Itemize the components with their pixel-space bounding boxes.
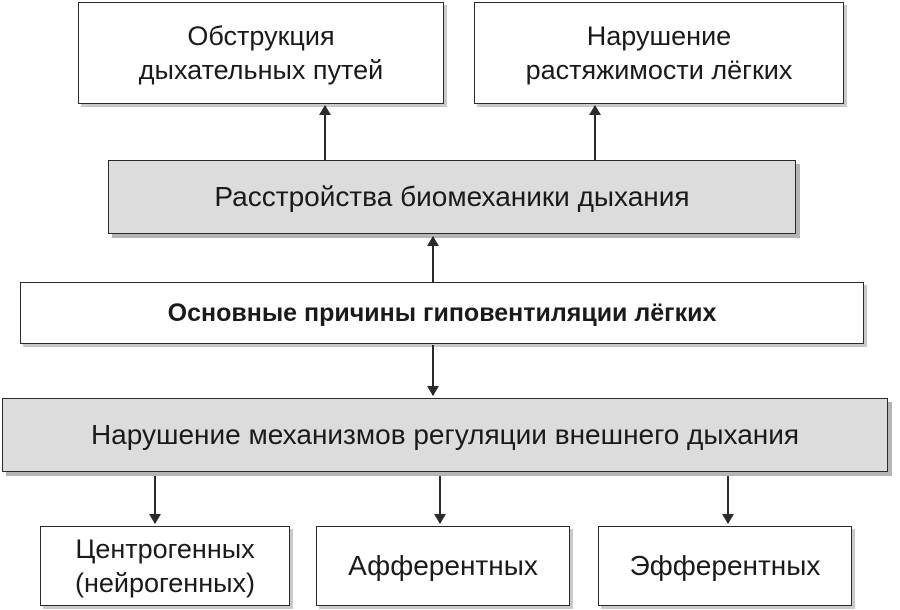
box-biomechanics: Расстройства биомеханики дыхания [108, 160, 796, 234]
box-airway-obstruction-line2: дыхательных путей [138, 55, 384, 85]
box-airway-obstruction: Обструкция дыхательных путей [78, 2, 444, 104]
box-main-causes-label: Основные причины гиповентиляции лёгких [167, 298, 717, 327]
box-afferent-label: Афферентных [348, 550, 538, 581]
box-regulation-label: Нарушение механизмов регуляции внешнего … [90, 419, 800, 450]
box-afferent: Афферентных [316, 526, 570, 606]
box-centrogenic-line1: Центрогенных [75, 534, 255, 564]
box-main-causes: Основные причины гиповентиляции лёгких [20, 282, 864, 344]
box-lung-compliance: Нарушение растяжимости лёгких [474, 2, 844, 104]
box-airway-obstruction-line1: Обструкция [187, 21, 335, 51]
box-lung-compliance-line2: растяжимости лёгких [525, 55, 793, 85]
box-regulation: Нарушение механизмов регуляции внешнего … [2, 398, 888, 472]
box-centrogenic: Центрогенных (нейрогенных) [40, 526, 290, 606]
box-centrogenic-line2: (нейрогенных) [74, 568, 256, 598]
box-efferent-label: Эфферентных [629, 550, 821, 581]
box-lung-compliance-line1: Нарушение [586, 21, 732, 51]
box-efferent: Эфферентных [598, 526, 852, 606]
box-biomechanics-label: Расстройства биомеханики дыхания [214, 181, 690, 212]
